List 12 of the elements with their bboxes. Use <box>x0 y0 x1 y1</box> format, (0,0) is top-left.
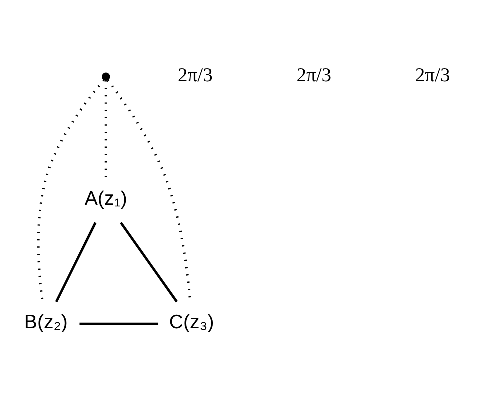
label: 2π/3 <box>178 65 213 86</box>
node-text: A(z₁) <box>84 188 128 210</box>
label: 2π/3 <box>415 65 450 86</box>
connector <box>55 222 97 302</box>
connector <box>37 79 106 302</box>
connector <box>107 79 192 302</box>
node-point <box>102 72 110 81</box>
connector <box>120 222 178 302</box>
node-text: C(z₃) <box>169 311 214 334</box>
label: 2π/3 <box>296 65 332 86</box>
connector <box>80 322 158 325</box>
node-text: B(z₂) <box>24 311 68 334</box>
